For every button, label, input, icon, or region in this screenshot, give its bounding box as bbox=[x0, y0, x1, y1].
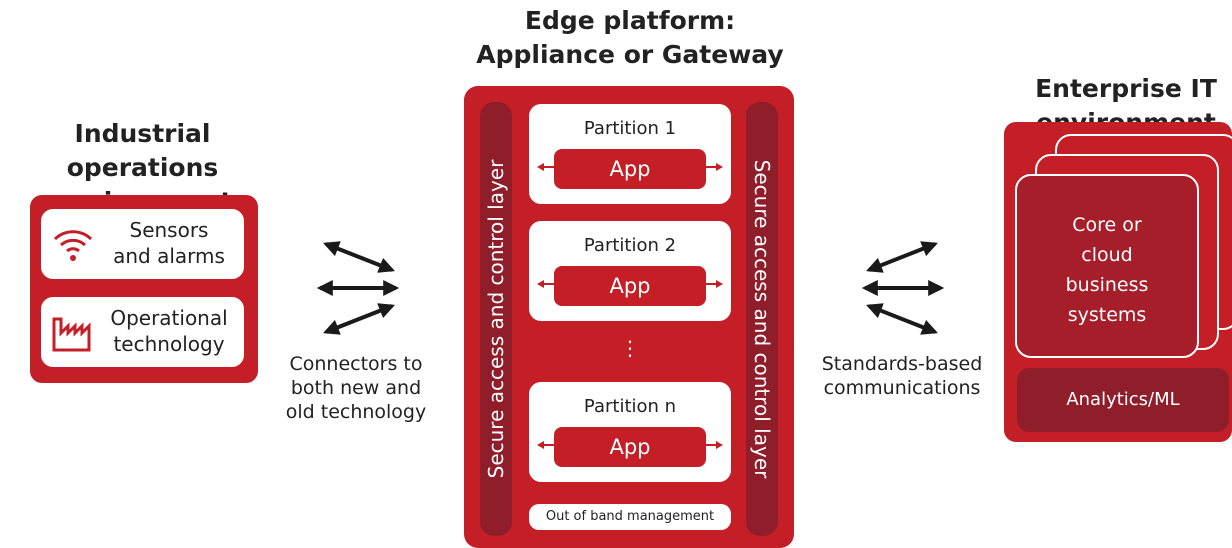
partition-card-n: Partition n App bbox=[529, 382, 731, 482]
right-secure-layer: Secure access and control layer bbox=[746, 102, 778, 536]
partition-card-1: Partition 1 App bbox=[529, 104, 731, 204]
left-connector-arrows bbox=[316, 241, 400, 335]
wifi-signal-icon bbox=[51, 221, 95, 270]
operational-technology-label: Operational technology bbox=[110, 306, 228, 356]
industrial-environment-box: Sensors and alarms Operational technolog… bbox=[30, 195, 258, 383]
core-business-systems: Core or cloud business systems bbox=[1015, 174, 1199, 358]
partition-card-2: Partition 2 App bbox=[529, 221, 731, 321]
factory-icon bbox=[51, 311, 95, 358]
connector-arrow-down bbox=[323, 303, 395, 335]
partition-title-2: Partition 2 bbox=[583, 235, 677, 256]
left-secure-layer: Secure access and control layer bbox=[480, 102, 512, 536]
out-of-band-management: Out of band management bbox=[529, 504, 731, 530]
left-connector-caption: Connectors to both new and old technolog… bbox=[285, 353, 427, 423]
right-connector-caption: Standards-based communications bbox=[821, 353, 983, 399]
partition-title-n: Partition n bbox=[583, 396, 677, 417]
left-secure-layer-label: Secure access and control layer bbox=[484, 159, 508, 479]
sensors-label: Sensors and alarms bbox=[113, 218, 225, 268]
sensors-card: Sensors and alarms bbox=[41, 209, 244, 279]
right-connector-arrows bbox=[861, 241, 945, 335]
operational-technology-card: Operational technology bbox=[41, 297, 244, 367]
analytics-ml-panel: Analytics/ML bbox=[1017, 368, 1229, 432]
comm-arrow-down bbox=[866, 303, 938, 335]
partition-title-1: Partition 1 bbox=[583, 118, 677, 139]
edge-platform-box: Secure access and control layer Secure a… bbox=[464, 86, 794, 548]
edge-platform-heading: Edge platform: Appliance or Gateway bbox=[476, 6, 784, 69]
comm-arrow-up bbox=[866, 241, 938, 273]
connector-arrow-up bbox=[323, 241, 395, 273]
right-secure-layer-label: Secure access and control layer bbox=[750, 159, 774, 479]
core-business-systems-label: Core or cloud business systems bbox=[1065, 214, 1149, 326]
app-box-n: App bbox=[554, 427, 706, 467]
app-box-1: App bbox=[554, 149, 706, 189]
app-box-2: App bbox=[554, 266, 706, 306]
partition-ellipsis: ⋮ bbox=[620, 336, 640, 360]
enterprise-environment-box: Core or cloud business systems Analytics… bbox=[1004, 122, 1232, 442]
